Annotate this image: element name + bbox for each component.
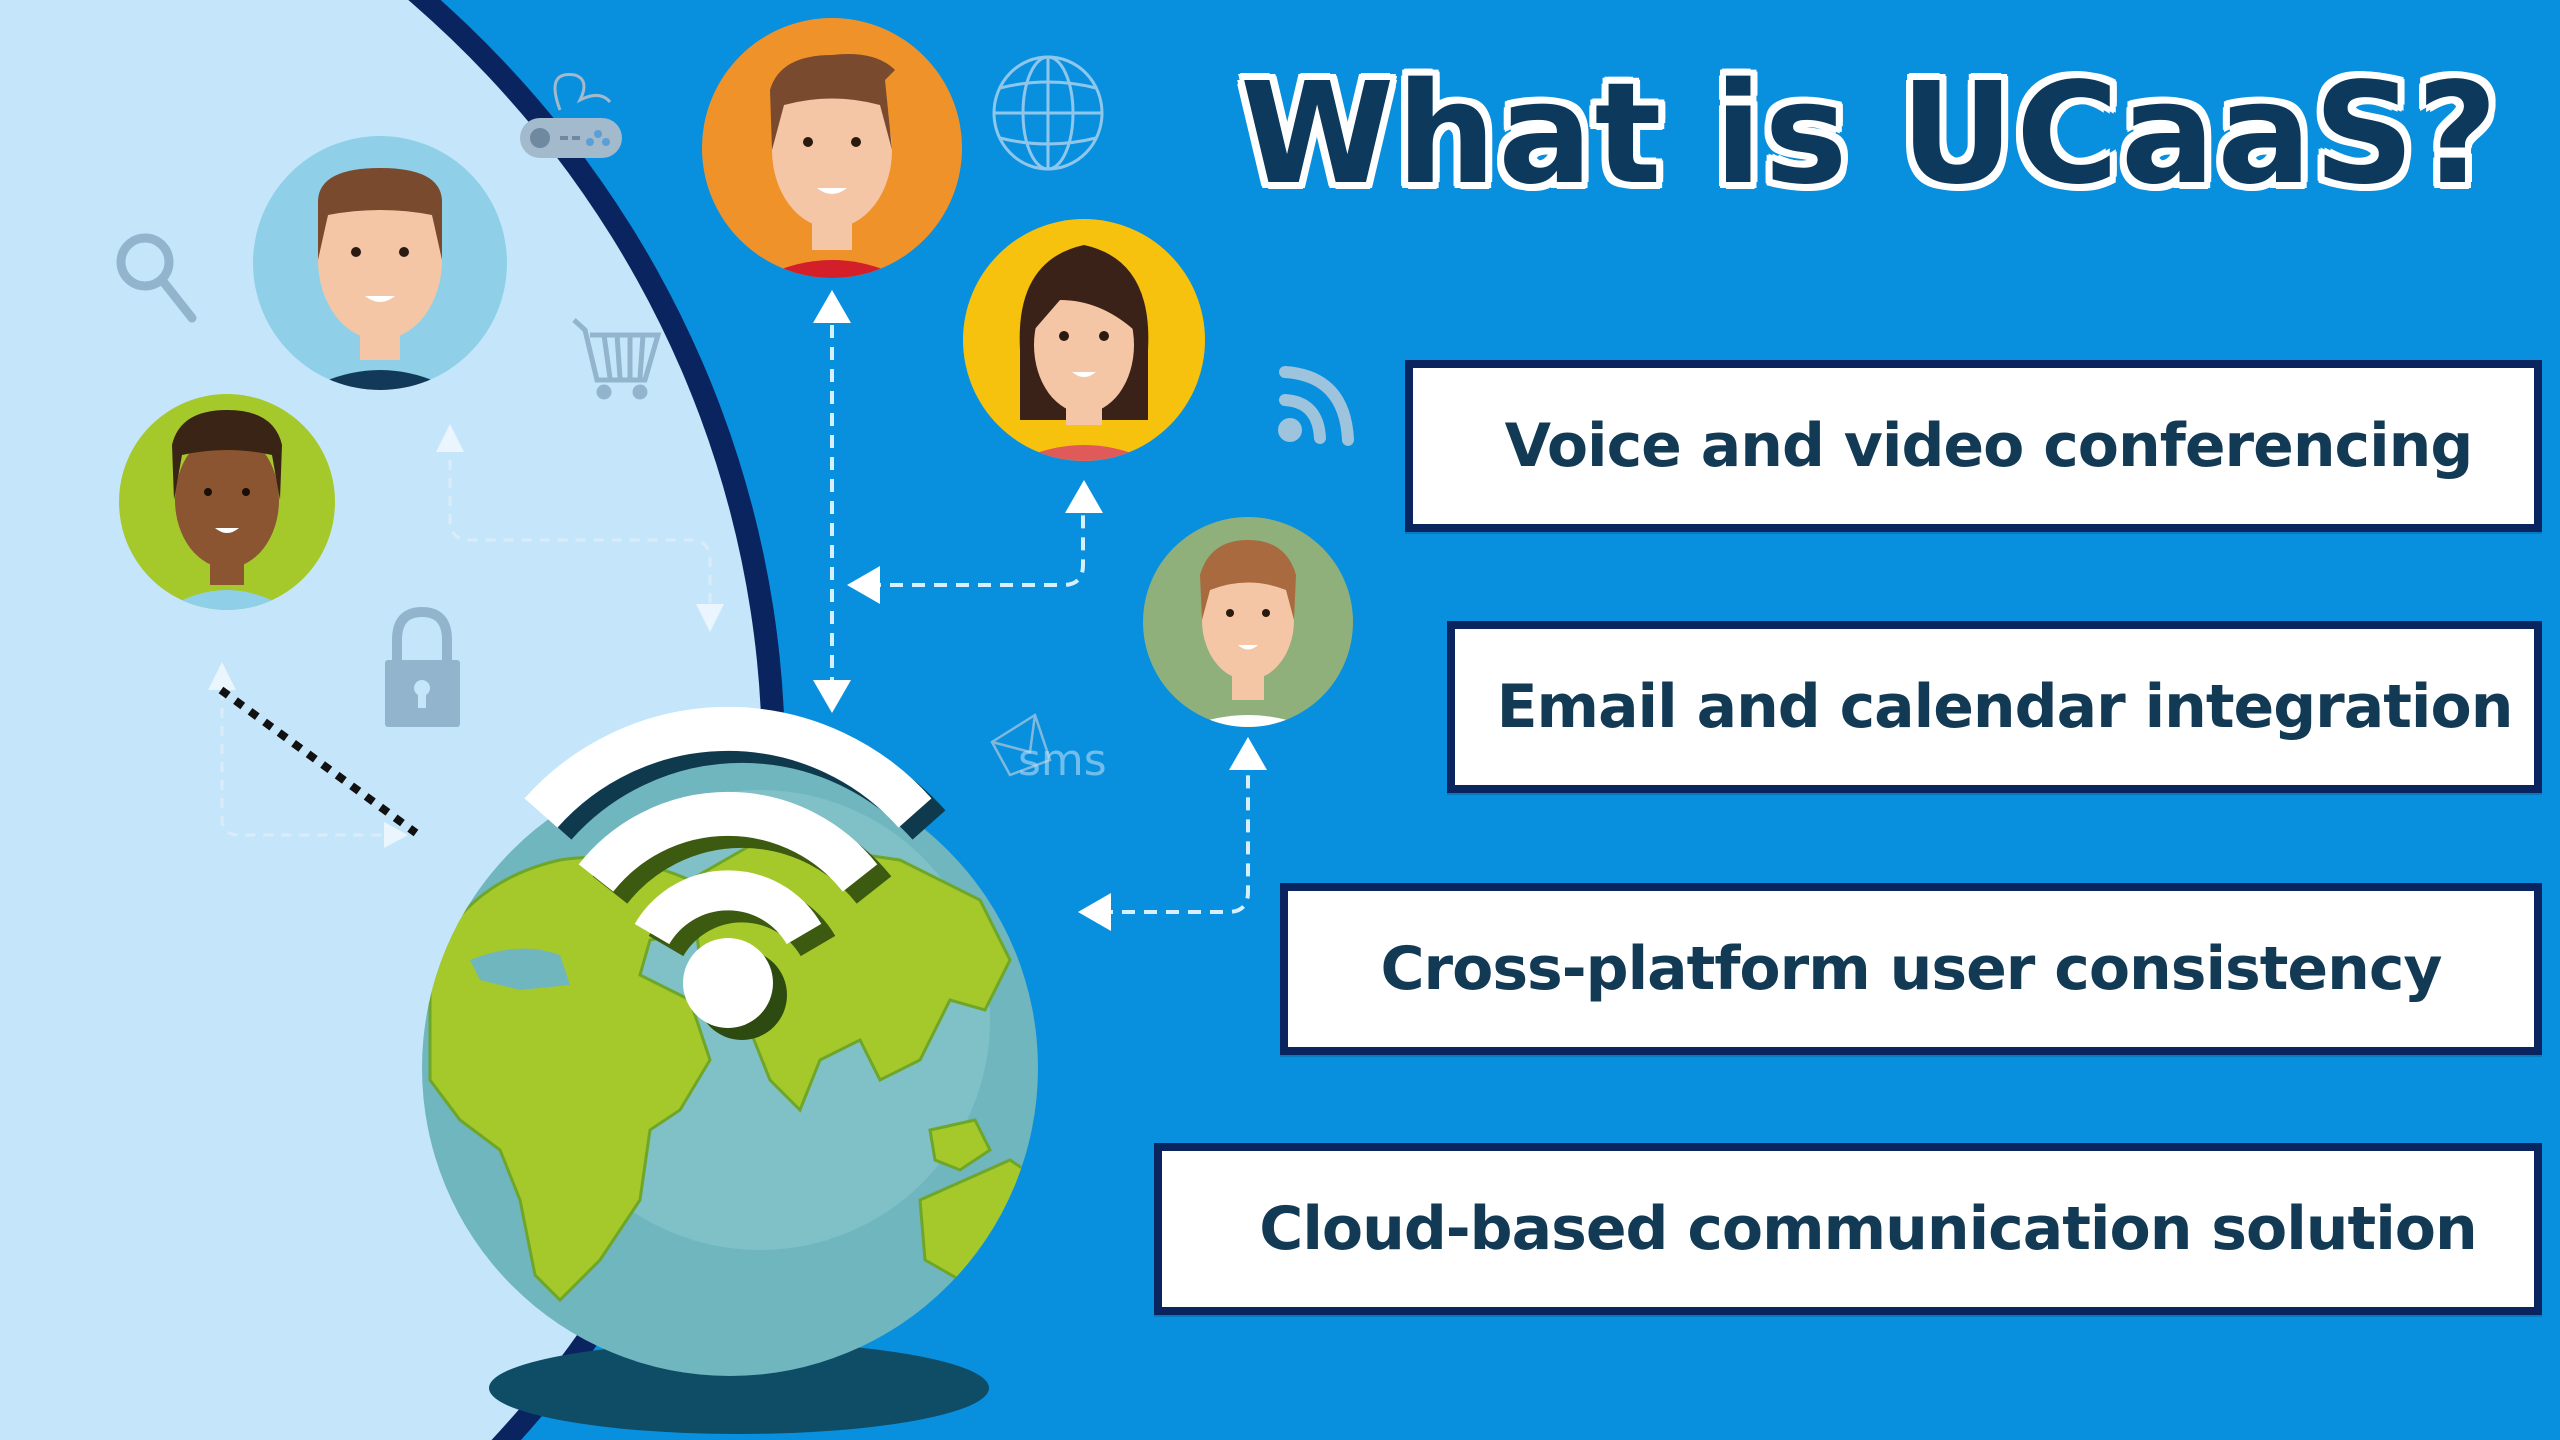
page-title: What is UCaaS? (1240, 53, 2500, 216)
sms-label: sms (1018, 735, 1107, 786)
padlock-icon (385, 606, 460, 727)
wifi-icon (524, 707, 946, 1040)
feature-cloud-based: Cloud-based communication solution (1154, 1143, 2542, 1315)
feature-cross-platform: Cross-platform user consistency (1280, 883, 2542, 1055)
feature-label: Email and calendar integration (1496, 672, 2514, 742)
rss-feed-icon (1278, 366, 1354, 446)
faint-dashed-connectors (220, 460, 712, 837)
game-controller-icon (520, 72, 622, 158)
search-icon (116, 233, 197, 323)
feature-email-calendar: Email and calendar integration (1447, 621, 2542, 793)
arrow-heads (813, 290, 1267, 931)
faint-arrows (208, 424, 724, 848)
globe-shadow (489, 1342, 989, 1434)
feature-label: Voice and video conferencing (1504, 411, 2474, 481)
avatar-man-curly-hair (119, 394, 335, 610)
shopping-cart-icon (572, 318, 662, 400)
dashed-connectors (830, 325, 1250, 914)
feature-label: Cloud-based communication solution (1259, 1194, 2477, 1264)
sms-envelope-icon (990, 713, 1052, 777)
avatar-man-short-hair (253, 136, 507, 390)
feature-voice-video: Voice and video conferencing (1405, 360, 2542, 532)
avatar-man-orange-bg (702, 18, 962, 278)
earth-globe (422, 707, 1038, 1434)
avatar-boy-green-bg (1143, 517, 1353, 727)
globe-grid-icon (992, 55, 1104, 171)
feature-label: Cross-platform user consistency (1380, 934, 2442, 1004)
avatar-woman-yellow-bg (963, 219, 1205, 461)
dotted-line (218, 686, 419, 837)
